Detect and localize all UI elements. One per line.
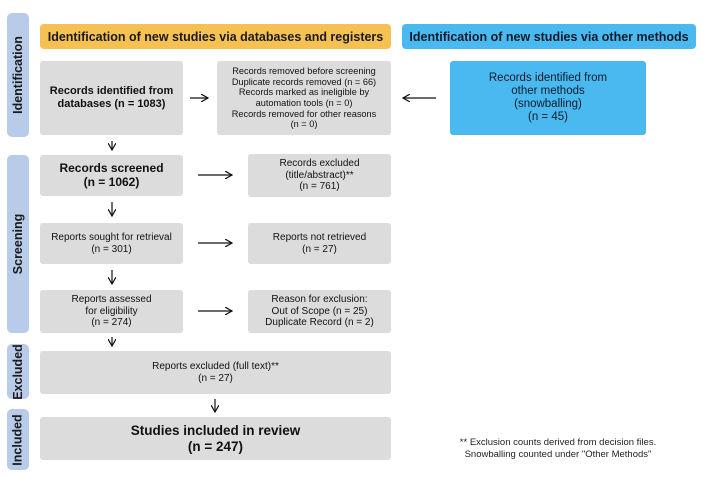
records-removed-line4: automation tools (n = 0) xyxy=(255,98,353,108)
reports-sought-box: Reports sought for retrieval (n = 301) xyxy=(40,223,183,264)
header-databases: Identification of new studies via databa… xyxy=(40,24,391,49)
records-removed-line5: Records removed for other reasons xyxy=(231,108,377,119)
exclusion-reasons-line2: Out of Scope (n = 25) xyxy=(271,305,368,317)
reports-not-retrieved-box: Reports not retrieved (n = 27) xyxy=(248,223,391,264)
reports-sought-line1: Reports sought for retrieval xyxy=(51,232,172,243)
reports-sought-line2: (n = 301) xyxy=(91,243,132,255)
phase-excluded: Excluded xyxy=(7,344,29,399)
studies-included-line2: (n = 247) xyxy=(187,438,244,454)
records-removed-line3: Records marked as ineligible by xyxy=(238,87,370,98)
exclusion-reasons-line1: Reason for exclusion: xyxy=(271,294,368,306)
studies-included-line1: Studies included in review xyxy=(130,422,301,438)
reports-assessed-box: Reports assessed for eligibility (n = 27… xyxy=(40,290,183,333)
records-excluded-line1: Records excluded xyxy=(279,158,360,170)
reports-excluded-line2: (n = 27) xyxy=(198,372,233,384)
records-screened-line1: Records screened xyxy=(59,160,164,175)
records-removed-box: Records removed before screening Duplica… xyxy=(217,61,391,135)
exclusion-reasons-line3: Duplicate Record (n = 2) xyxy=(265,317,374,329)
reports-not-retrieved-line1: Reports not retrieved xyxy=(272,232,367,243)
records-removed-line2: Duplicate records removed (n = 66) xyxy=(231,76,377,87)
records-removed-line6: (n = 0) xyxy=(290,119,318,130)
reports-excluded-line1: Reports excluded (full text)** xyxy=(152,361,279,372)
records-excluded-line3: (n = 761) xyxy=(299,181,340,193)
reports-not-retrieved-line2: (n = 27) xyxy=(302,243,337,255)
records-identified-line2: databases (n = 1083) xyxy=(57,98,166,110)
exclusion-reasons-box: Reason for exclusion: Out of Scope (n = … xyxy=(248,290,391,333)
header-databases-label: Identification of new studies via databa… xyxy=(47,29,384,44)
phase-identification: Identification xyxy=(7,13,29,137)
records-identified-box: Records identified from databases (n = 1… xyxy=(40,61,183,135)
records-excluded-box: Records excluded (title/abstract)** (n =… xyxy=(248,154,391,197)
reports-assessed-line3: (n = 274) xyxy=(91,317,132,329)
reports-excluded-box: Reports excluded (full text)** (n = 27) xyxy=(40,351,391,394)
header-other-label: Identification of new studies via other … xyxy=(409,29,689,44)
other-methods-line3: (snowballing) xyxy=(514,98,582,110)
other-methods-box: Records identified from other methods (s… xyxy=(450,61,646,135)
records-identified-line1: Records identified from xyxy=(49,85,174,98)
phase-screening: Screening xyxy=(7,155,29,333)
other-methods-line1: Records identified from xyxy=(488,71,608,84)
footnote: ** Exclusion counts derived from decisio… xyxy=(440,437,676,461)
studies-included-box: Studies included in review (n = 247) xyxy=(40,417,391,460)
records-screened-box: Records screened (n = 1062) xyxy=(40,155,183,196)
phase-included: Included xyxy=(7,409,29,470)
other-methods-line2: other methods xyxy=(511,84,585,97)
footnote-line1: ** Exclusion counts derived from decisio… xyxy=(459,437,657,448)
records-removed-line1: Records removed before screening xyxy=(232,66,376,77)
records-excluded-line2: (title/abstract)** xyxy=(285,169,354,181)
reports-assessed-line2: for eligibility xyxy=(85,305,138,317)
records-screened-line2: (n = 1062) xyxy=(83,174,140,189)
reports-assessed-line1: Reports assessed xyxy=(71,294,152,306)
header-other-methods: Identification of new studies via other … xyxy=(402,24,696,49)
other-methods-line4: (n = 45) xyxy=(528,111,568,124)
footnote-line2: Snowballing counted under "Other Methods… xyxy=(464,448,652,460)
